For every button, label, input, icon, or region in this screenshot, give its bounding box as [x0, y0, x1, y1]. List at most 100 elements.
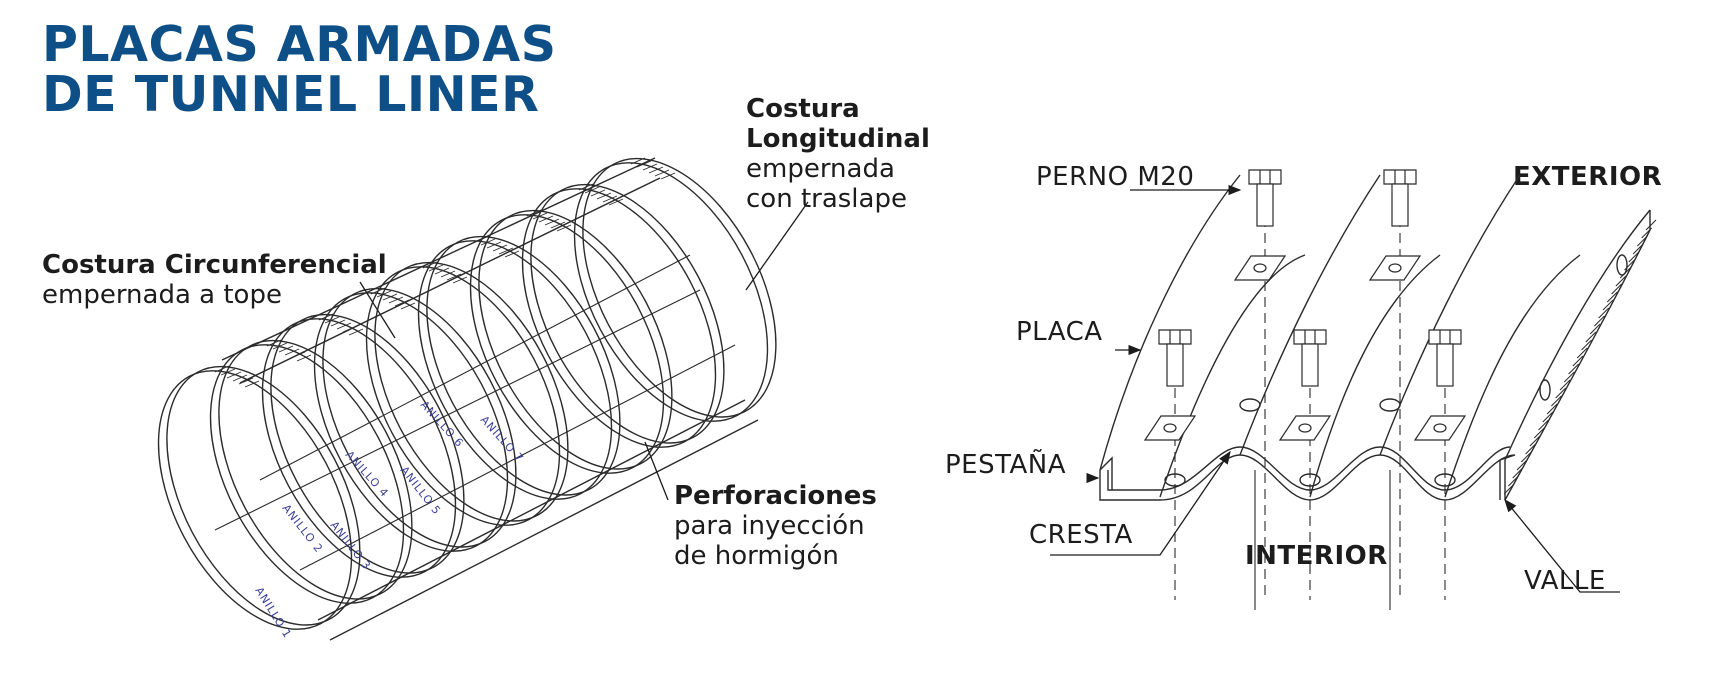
leader-valley — [1504, 498, 1620, 593]
callout-longitudinal-text-2: con traslape — [746, 184, 907, 214]
hatch-line — [1637, 235, 1648, 247]
corrugation-tick — [504, 250, 520, 258]
corrugation-tick — [428, 264, 444, 272]
corrugation-tick — [272, 342, 288, 350]
ring-outline — [521, 188, 717, 448]
corrugation-tick — [440, 270, 456, 278]
plate-edge-curve — [1099, 174, 1241, 471]
corrugation-tick — [608, 198, 624, 206]
hatch-line — [1568, 363, 1579, 375]
ring-flange-outline — [218, 339, 413, 600]
hatch-line — [1512, 467, 1524, 479]
leader-crest — [1050, 450, 1231, 556]
left-leader-lines — [359, 201, 809, 501]
corrugation-tick — [556, 224, 572, 232]
ring-flange-outline — [530, 183, 725, 444]
corrugation-tick — [324, 316, 340, 324]
hatch-line — [1563, 371, 1575, 383]
label-flange: PESTAÑA — [945, 450, 1066, 480]
callout-perforations-text-2: de hormigón — [674, 541, 839, 571]
label-crest: CRESTA — [1029, 520, 1133, 550]
callout-longitudinal-text-1: empernada — [746, 154, 895, 184]
corrugation-tick — [434, 267, 450, 275]
corrugation-tick — [226, 371, 242, 379]
right-leader-lines — [1050, 184, 1620, 593]
ring-outline — [157, 370, 353, 630]
ring-outline — [365, 266, 561, 526]
callout-longitudinal-seam: Costura Longitudinal empernada con trasl… — [746, 94, 930, 214]
plate-edge-curve — [1379, 174, 1521, 456]
label-exterior: EXTERIOR — [1513, 162, 1663, 192]
ring-label-7: ANILLO 7 — [478, 413, 526, 465]
bolt-icon — [1233, 169, 1287, 281]
hatch-line — [1576, 347, 1588, 359]
hatch-line — [1525, 443, 1536, 455]
corrugation-tick — [278, 345, 294, 353]
corrugation-tick — [492, 244, 508, 252]
plate-end-hatching — [1503, 219, 1657, 495]
hatch-line — [1516, 459, 1528, 471]
corrugation-tick — [498, 247, 514, 255]
plate-edge-curve — [1159, 254, 1306, 498]
hatch-line — [1585, 331, 1597, 343]
hatch-line — [1632, 243, 1644, 255]
hatch-line — [1628, 251, 1640, 263]
corrugation-tick — [532, 212, 548, 220]
label-interior: INTERIOR — [1245, 541, 1388, 571]
corrugation-tick — [284, 348, 300, 356]
hatch-line — [1538, 419, 1549, 431]
hatch-line — [1606, 291, 1618, 303]
corrugation-tick — [480, 238, 496, 246]
hatch-line — [1559, 379, 1571, 391]
hatch-line — [1594, 315, 1605, 327]
ring-flange-outline — [322, 287, 517, 548]
plate-edge-curve — [1444, 254, 1581, 498]
bolts — [1143, 169, 1467, 441]
callout-longitudinal-title-2: Longitudinal — [746, 124, 930, 154]
ring-outline — [573, 162, 769, 422]
corrugation-tick — [348, 328, 364, 336]
tunnel-liner-cylinder — [157, 157, 777, 641]
ring-flange-outline — [270, 313, 465, 574]
bolt-icon — [1413, 329, 1467, 441]
corrugation-tick — [654, 169, 670, 177]
bolt-hole — [1379, 398, 1401, 412]
hatch-line — [1598, 307, 1610, 319]
corrugation-tick — [584, 186, 600, 194]
cylinder-top-edge — [221, 157, 656, 361]
corrugation-tick — [330, 319, 346, 327]
corrugation-tick — [232, 374, 248, 382]
flange — [1099, 456, 1113, 490]
callout-perforations-title: Perforaciones — [674, 481, 877, 511]
ring-label-6: ANILLO 6 — [418, 398, 466, 450]
hatch-line — [1503, 483, 1515, 495]
hatch-line — [1589, 323, 1601, 335]
callout-perforations-text-1: para inyección — [674, 511, 865, 541]
page-title: PLACAS ARMADAS DE TUNNEL LINER — [42, 20, 557, 120]
corrugation-tick — [590, 189, 606, 197]
corrugation-tick — [388, 296, 404, 304]
ring-outline — [469, 214, 665, 474]
ring-flange-outline — [374, 261, 569, 522]
end-hole — [1616, 254, 1628, 276]
ring-outline — [261, 318, 457, 578]
corrugation-tick — [446, 273, 462, 281]
hatch-line — [1508, 475, 1519, 487]
hatch-line — [1645, 219, 1657, 231]
longitudinal-seam-line — [259, 254, 691, 481]
hatch-line — [1551, 395, 1562, 407]
cylinder-bottom-inner-edge — [317, 399, 746, 621]
bolt-axes — [1174, 185, 1446, 600]
hatch-line — [1546, 403, 1558, 415]
corrugation-tick — [602, 195, 618, 203]
corrugation-tick — [550, 221, 566, 229]
corrugation-tick — [400, 302, 416, 310]
bolt-hole — [1239, 398, 1261, 412]
corrugation-tick — [244, 380, 260, 388]
corrugation-tick — [486, 241, 502, 249]
bolt-icon — [1278, 329, 1332, 441]
hatch-line — [1529, 435, 1541, 447]
callout-circumferential-text: empernada a tope — [42, 280, 282, 310]
front-corrugation-profile — [1099, 454, 1516, 501]
